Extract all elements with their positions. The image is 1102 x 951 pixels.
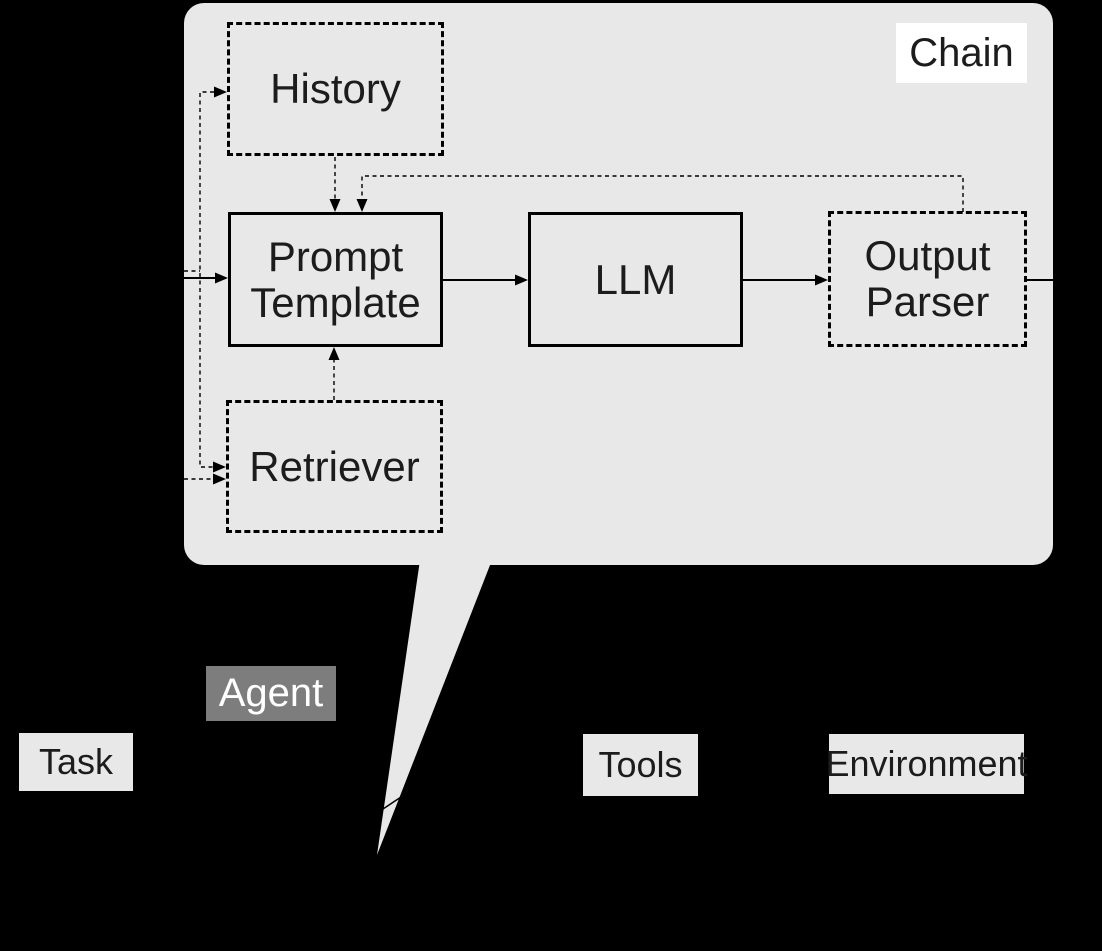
task-label: Task (38, 741, 114, 782)
arrowhead-retriever-to-prompt (328, 347, 340, 360)
environment-box: Environment (825, 734, 1028, 794)
arrowhead-history-to-prompt (329, 199, 341, 212)
retriever-box: Retriever (226, 400, 443, 533)
task-box: Task (19, 733, 133, 791)
chain-title-label: Chain (909, 30, 1014, 75)
prompt-template-label-line2: Template (250, 278, 421, 326)
arrowhead-into-prompt-template (215, 272, 228, 284)
arrowhead-into-retriever-lower (213, 473, 226, 485)
prompt-template-label-line1: Prompt (267, 232, 404, 280)
history-box: History (227, 22, 444, 156)
arrowhead-feedback-to-prompt (356, 199, 368, 212)
chain-title-badge: Chain (896, 23, 1027, 83)
bubble-tail (377, 560, 492, 855)
llm-box: LLM (528, 212, 743, 347)
arrowhead-into-output-parser (815, 274, 828, 286)
tools-box: Tools (583, 734, 698, 796)
tail-crossing-line (382, 796, 402, 810)
chain-bubble (184, 3, 1053, 565)
prompt-template-box: Prompt Template (228, 212, 443, 347)
environment-label: Environment (825, 743, 1028, 784)
history-label: History (270, 65, 401, 112)
agent-box: Agent (206, 666, 336, 721)
output-parser-label-line2: Parser (865, 278, 990, 325)
llm-label: LLM (594, 255, 677, 303)
tools-label: Tools (598, 744, 683, 785)
output-parser-label-line1: Output (864, 232, 991, 279)
arrowhead-into-llm (515, 274, 528, 286)
left-branch-dashed-line (199, 91, 214, 468)
agent-label: Agent (218, 671, 324, 715)
output-parser-feedback-dashed-line (361, 175, 964, 212)
retriever-label: Retriever (249, 442, 420, 490)
arrowhead-into-retriever-upper (213, 461, 226, 473)
arrowhead-into-history (214, 86, 227, 98)
output-parser-box: Output Parser (828, 211, 1027, 347)
